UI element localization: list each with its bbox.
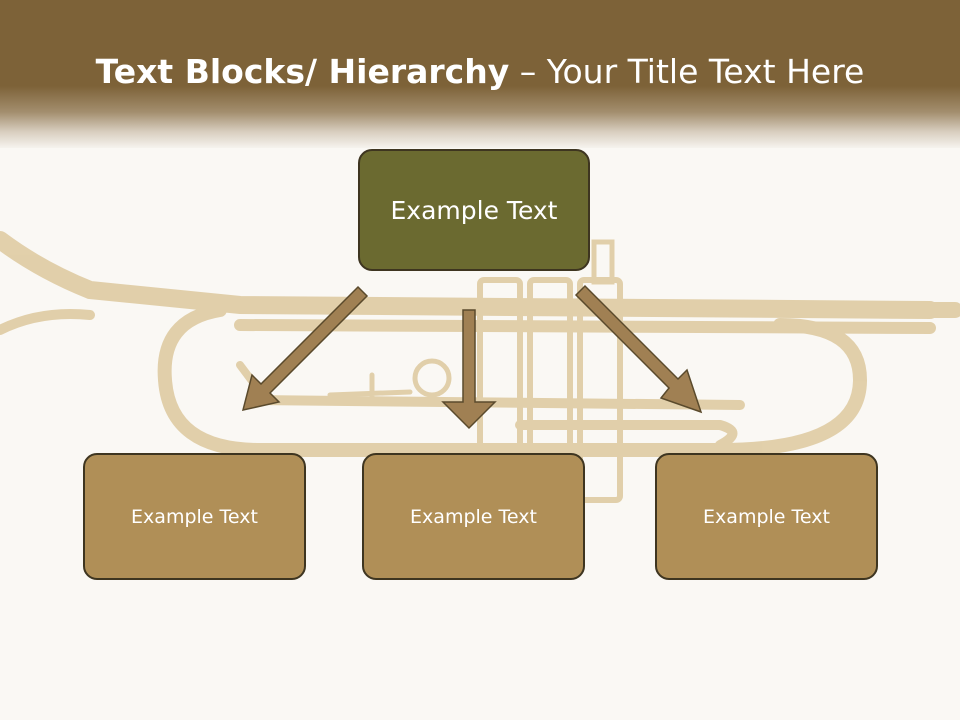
header-bar xyxy=(0,0,960,148)
title-rest: – Your Title Text Here xyxy=(509,52,865,91)
trumpet-icon xyxy=(0,231,960,503)
top-box-label: Example Text xyxy=(390,195,558,225)
title-bold: Text Blocks/ Hierarchy xyxy=(95,52,510,91)
child-box-1: Example Text xyxy=(83,453,306,580)
child-box-3: Example Text xyxy=(655,453,878,580)
child-box-label: Example Text xyxy=(131,505,258,528)
arrow-middle xyxy=(441,309,497,430)
child-box-2: Example Text xyxy=(362,453,585,580)
arrow-left xyxy=(241,285,369,411)
child-box-label: Example Text xyxy=(410,505,537,528)
slide-title: Text Blocks/ Hierarchy – Your Title Text… xyxy=(0,52,960,91)
top-level-box: Example Text xyxy=(358,149,590,271)
child-box-label: Example Text xyxy=(703,505,830,528)
arrow-right xyxy=(574,284,703,414)
